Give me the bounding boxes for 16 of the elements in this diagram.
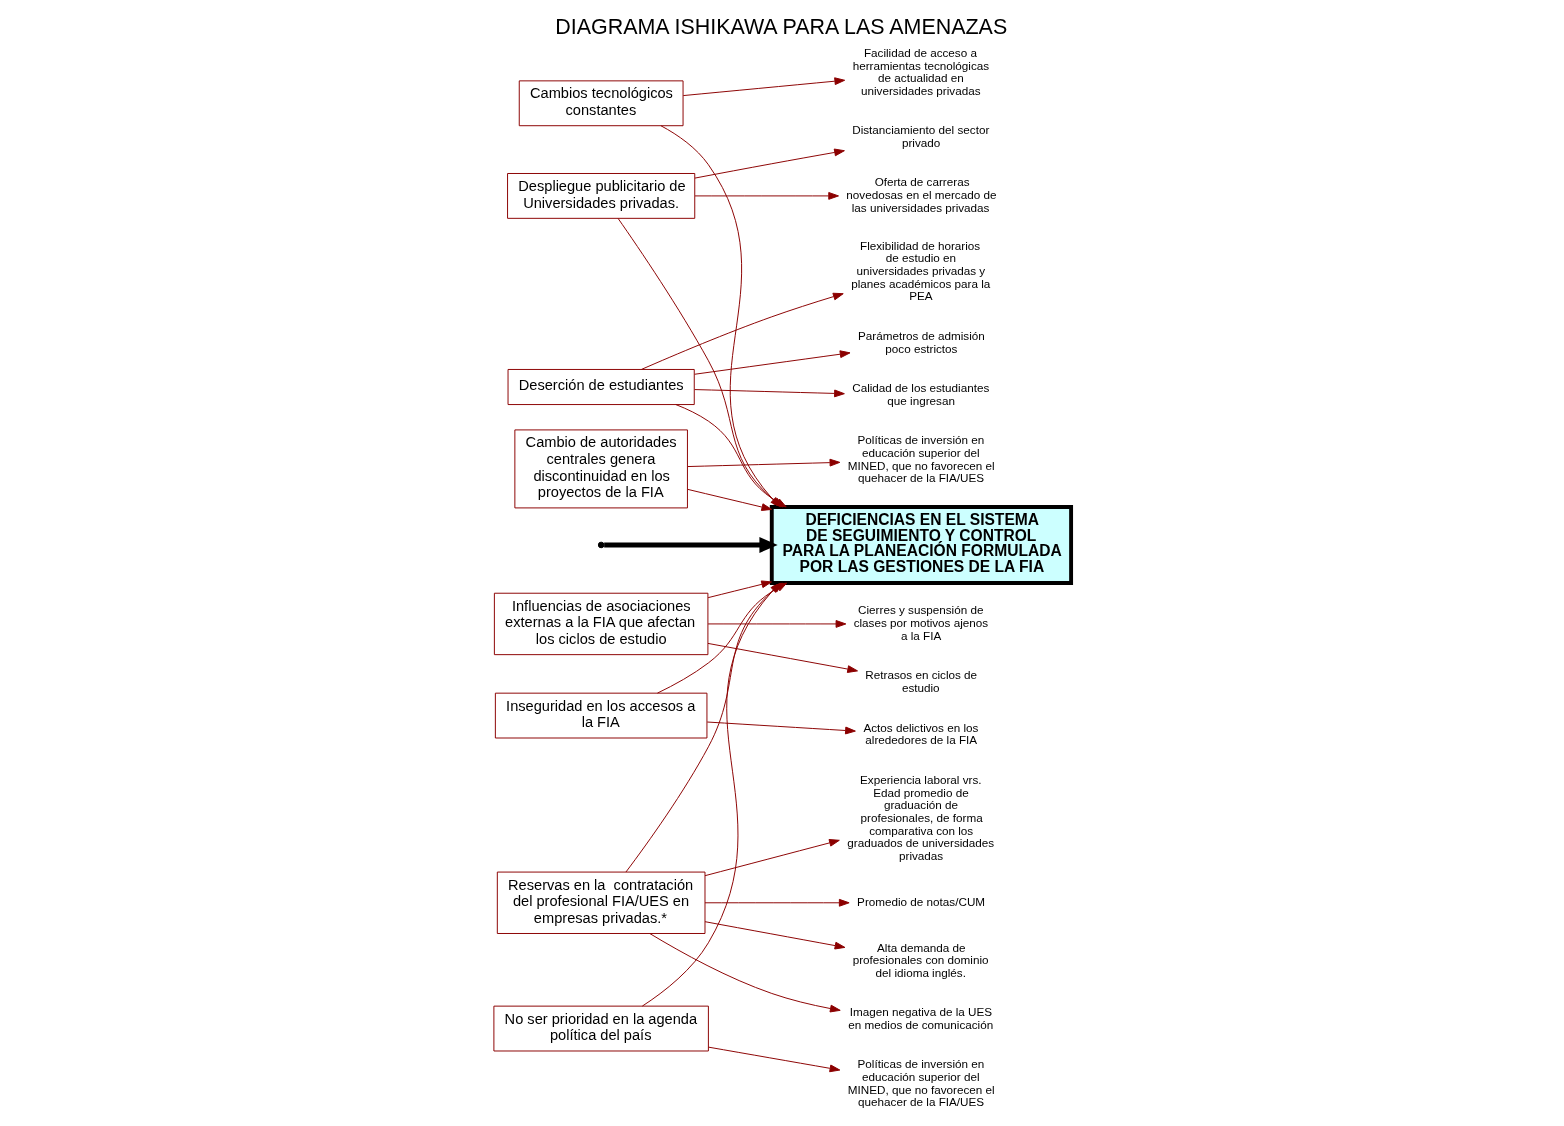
diagram-title: DIAGRAMA ISHIKAWA PARA LAS AMENAZAS xyxy=(554,14,1007,39)
node-text: Políticas de inversión en educación superior del MINED, que no favorecen el quehacer de la FIA/UES xyxy=(847,1057,995,1109)
node-text: Experiencia laboral vrs. Edad promedio de graduación de profesionales, de forma comparativa con los graduados de universidades privadas xyxy=(846,772,994,862)
node-text: Alta demanda de profesionales con dominio del idioma inglés. xyxy=(852,940,988,979)
node-text: Promedio de notas/CUM xyxy=(856,894,985,908)
node-text: Actos delictivos en los alrededores de la FIA xyxy=(862,720,978,747)
node-text: Imagen negativa de la UES en medios de comunicación xyxy=(847,1005,993,1032)
node-text: Flexibilidad de horarios de estudio en universidades privadas y planes académicos para la PEA xyxy=(850,238,990,303)
node-text: Distanciamiento del sector privado xyxy=(851,123,989,149)
node-text: Cierres y suspensión de clases por motivos ajenos a la FIA xyxy=(853,603,988,642)
node-text: Oferta de carreras novedosas en el mercado de las universidades privadas xyxy=(845,175,996,214)
node-text: Parámetros de admisión poco estrictos xyxy=(857,328,985,355)
node-text: Calidad de los estudiantes que ingresan xyxy=(851,381,989,408)
node-text: Políticas de inversión en educación superior del MINED, que no favorecen el quehacer de la FIA/UES xyxy=(847,433,995,485)
node-text: Retrasos en ciclos de estudio xyxy=(864,668,977,694)
node-text: Facilidad de acceso a herramientas tecnológicas de actualidad en universidades privadas xyxy=(852,46,989,98)
